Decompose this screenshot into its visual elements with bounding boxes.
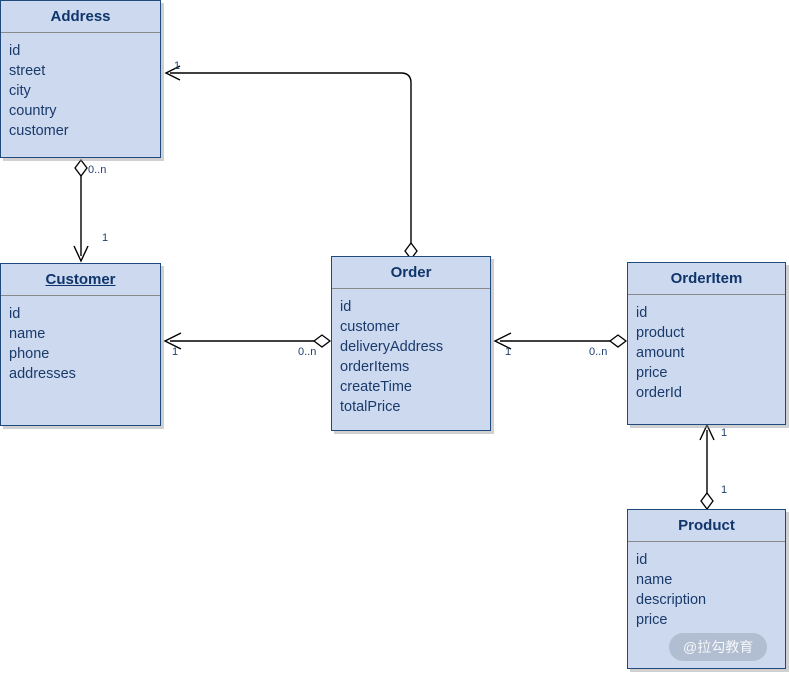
multiplicity-label: 1: [505, 346, 512, 358]
class-title-customer: Customer: [1, 264, 160, 296]
class-attributes-order: id customer deliveryAddress orderItems c…: [332, 289, 490, 423]
class-title-product: Product: [628, 510, 785, 542]
class-attributes-product: id name description price: [628, 542, 785, 636]
attribute-row: addresses: [9, 366, 76, 382]
attribute-row: id: [636, 305, 648, 321]
multiplicity-label: 1: [172, 346, 179, 358]
attribute-row: price: [636, 612, 668, 628]
multiplicity-label: 1: [102, 232, 109, 244]
class-attributes-address: id street city country customer: [1, 33, 160, 147]
attribute-row: totalPrice: [340, 399, 401, 415]
attribute-row: phone: [9, 346, 50, 362]
attribute-row: id: [340, 299, 352, 315]
edge-product-orderitem: [699, 423, 715, 511]
multiplicity-label: 1: [721, 484, 728, 496]
multiplicity-label: 1: [174, 60, 181, 72]
class-box-customer[interactable]: Customer id name phone addresses: [0, 263, 161, 426]
multiplicity-label: 0..n: [298, 346, 317, 358]
attribute-row: name: [636, 572, 673, 588]
attribute-row: street: [9, 63, 46, 79]
multiplicity-label: 1: [721, 427, 728, 439]
attribute-row: name: [9, 326, 46, 342]
attribute-row: orderId: [636, 385, 682, 401]
attribute-row: deliveryAddress: [340, 339, 444, 355]
class-attributes-customer: id name phone addresses: [1, 296, 160, 390]
attribute-row: description: [636, 592, 707, 608]
attribute-row: customer: [340, 319, 400, 335]
multiplicity-label: 0..n: [589, 346, 608, 358]
attribute-row: amount: [636, 345, 685, 361]
multiplicity-label: 0..n: [88, 164, 107, 176]
class-title-order: Order: [332, 257, 490, 289]
class-box-product[interactable]: Product id name description price: [627, 509, 786, 669]
class-box-order[interactable]: Order id customer deliveryAddress orderI…: [331, 256, 491, 431]
class-attributes-orderitem: id product amount price orderId: [628, 295, 785, 409]
attribute-row: price: [636, 365, 668, 381]
attribute-row: customer: [9, 123, 69, 139]
attribute-row: id: [9, 43, 21, 59]
attribute-row: product: [636, 325, 685, 341]
watermark-badge: @拉勾教育: [669, 633, 768, 661]
attribute-row: createTime: [340, 379, 412, 395]
edge-order-address: [164, 65, 418, 261]
attribute-row: orderItems: [340, 359, 410, 375]
class-box-orderitem[interactable]: OrderItem id product amount price orderI…: [627, 262, 786, 425]
class-box-address[interactable]: Address id street city country customer: [0, 0, 161, 158]
class-title-orderitem: OrderItem: [628, 263, 785, 295]
edge-address-customer: [73, 158, 89, 263]
attribute-row: id: [9, 306, 21, 322]
class-title-address: Address: [1, 1, 160, 33]
attribute-row: city: [9, 83, 31, 99]
attribute-row: id: [636, 552, 648, 568]
attribute-row: country: [9, 103, 57, 119]
